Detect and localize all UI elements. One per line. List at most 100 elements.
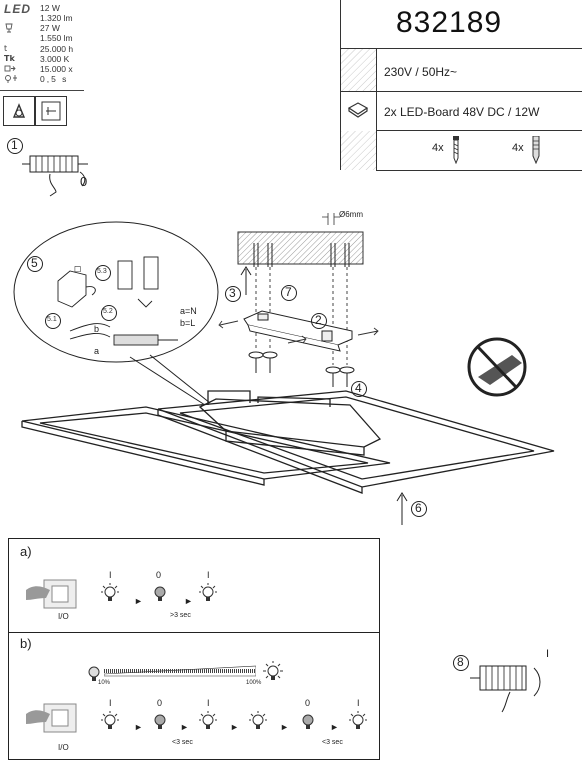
seq-b-note-1: <3 sec bbox=[172, 739, 193, 746]
detail-bubble bbox=[13, 221, 219, 363]
panel-b-label: b) bbox=[20, 636, 32, 651]
spec-row: 1.320 lm bbox=[40, 13, 73, 23]
lamp-icon bbox=[4, 23, 14, 36]
bulb-off-icon bbox=[150, 710, 170, 739]
bulb-on-icon bbox=[348, 710, 368, 739]
wiring-bl: b=L bbox=[180, 318, 196, 328]
table-border bbox=[376, 48, 377, 170]
svg-text:☐: ☐ bbox=[74, 265, 81, 274]
seq-b-note-2: <3 sec bbox=[322, 739, 343, 746]
bulb-dim-icon bbox=[84, 662, 104, 691]
arrow-icon: ► bbox=[184, 596, 193, 606]
terminal-block-illustration bbox=[22, 152, 102, 202]
bulb-on-icon bbox=[248, 710, 268, 739]
step-4-label: 4 bbox=[350, 380, 368, 403]
divider bbox=[0, 90, 84, 91]
wire-b-label: b bbox=[94, 324, 100, 334]
warmup-icon bbox=[4, 74, 18, 87]
arrow-icon: ► bbox=[134, 596, 143, 606]
ceiling bbox=[237, 231, 364, 265]
bulb-on-icon bbox=[198, 582, 218, 611]
seq-a-2: 0 bbox=[156, 570, 162, 580]
arrow-icon: ► bbox=[134, 722, 143, 732]
certification-icons bbox=[3, 96, 67, 126]
seq-b-1: I bbox=[109, 698, 112, 708]
ceiling-screws bbox=[253, 243, 350, 267]
led-board-text: 2x LED-Board 48V DC / 12W bbox=[384, 105, 540, 119]
step-1-zero: 0 bbox=[80, 174, 88, 189]
model-number: 832189 bbox=[396, 6, 503, 39]
bulb-on-icon bbox=[100, 582, 120, 611]
led-board-icon bbox=[346, 100, 370, 125]
drill-size: Ø6mm bbox=[339, 210, 363, 219]
seq-a-note: >3 sec bbox=[170, 612, 191, 619]
wiring-an: a=N bbox=[180, 306, 197, 316]
wire-a-label: a bbox=[94, 346, 100, 356]
step-8-one: I bbox=[546, 648, 550, 660]
seq-a-1: I bbox=[109, 570, 112, 580]
luminaire-frames bbox=[21, 390, 555, 494]
dim-min: 10% bbox=[98, 680, 111, 686]
screw-icon bbox=[451, 136, 461, 169]
seq-b-5: 0 bbox=[305, 698, 311, 708]
step-2-label: 2 bbox=[310, 312, 328, 335]
spec-row: Tk 3.000 K bbox=[4, 54, 70, 64]
wall-switch-a bbox=[24, 576, 80, 617]
switch-label-b: I/O bbox=[58, 743, 69, 752]
spec-row: 27 W bbox=[0, 23, 84, 33]
bulb-off-icon bbox=[298, 710, 318, 739]
wall-switch-b bbox=[24, 700, 80, 741]
step-6-label: 6 bbox=[410, 500, 428, 523]
spec-row: 0,5 s bbox=[0, 74, 84, 84]
arrow-icon: ► bbox=[330, 722, 339, 732]
plugs-qty: 4x bbox=[512, 142, 524, 154]
spec-row: t 25.000 h bbox=[4, 44, 74, 54]
led-logo: LED bbox=[4, 2, 31, 16]
seq-b-3: I bbox=[207, 698, 210, 708]
panel-a-label: a) bbox=[20, 544, 32, 559]
dim-max: 100% bbox=[246, 680, 262, 686]
arrow-icon: ► bbox=[230, 722, 239, 732]
step-8-label: 8 bbox=[452, 654, 470, 677]
spec-row: 15.000 x bbox=[0, 64, 84, 74]
table-border bbox=[340, 0, 341, 170]
no-disassembly-icon bbox=[467, 337, 527, 397]
step-51-label: 5.1 bbox=[44, 312, 62, 335]
terminal-block-illustration bbox=[470, 660, 550, 721]
table-border bbox=[340, 48, 582, 49]
seq-b-6: I bbox=[357, 698, 360, 708]
table-border bbox=[376, 130, 582, 131]
panel-divider bbox=[8, 632, 380, 633]
assembly-drawing: ☐ bbox=[13, 213, 555, 525]
spec-row: 12 W bbox=[40, 3, 60, 13]
switch-cycles-icon bbox=[4, 64, 16, 76]
arrow-icon: ► bbox=[180, 722, 189, 732]
dimming-scale bbox=[103, 664, 257, 683]
bulb-on-icon bbox=[100, 710, 120, 739]
arrow-icon: ► bbox=[280, 722, 289, 732]
switching-panel bbox=[8, 538, 380, 760]
hatched-cell bbox=[341, 131, 376, 170]
screws-qty: 4x bbox=[432, 142, 444, 154]
wall-plug-icon bbox=[531, 135, 541, 169]
bulb-on-icon bbox=[198, 710, 218, 739]
step-3-label: 3 bbox=[224, 285, 242, 308]
recycling-icon bbox=[3, 96, 35, 126]
step-53-label: 5.3 bbox=[94, 264, 112, 287]
step-1-label: 1 bbox=[6, 137, 24, 158]
bulb-off-icon bbox=[150, 582, 170, 611]
table-border bbox=[340, 91, 582, 92]
seq-a-3: I bbox=[207, 570, 210, 580]
switch-label-a: I/O bbox=[58, 612, 69, 621]
hatched-cell bbox=[341, 49, 376, 91]
conformity-icon bbox=[35, 96, 67, 126]
mounting-bracket bbox=[243, 310, 353, 352]
voltage-text: 230V / 50Hz~ bbox=[384, 65, 458, 79]
seq-b-2: 0 bbox=[157, 698, 163, 708]
bulb-bright-icon bbox=[262, 660, 284, 691]
step-5-label: 5 bbox=[26, 255, 44, 278]
spec-row: 1.550 lm bbox=[40, 33, 73, 43]
table-border bbox=[376, 170, 582, 171]
step-7-label: 7 bbox=[280, 284, 298, 307]
bottom-screws bbox=[248, 351, 355, 387]
